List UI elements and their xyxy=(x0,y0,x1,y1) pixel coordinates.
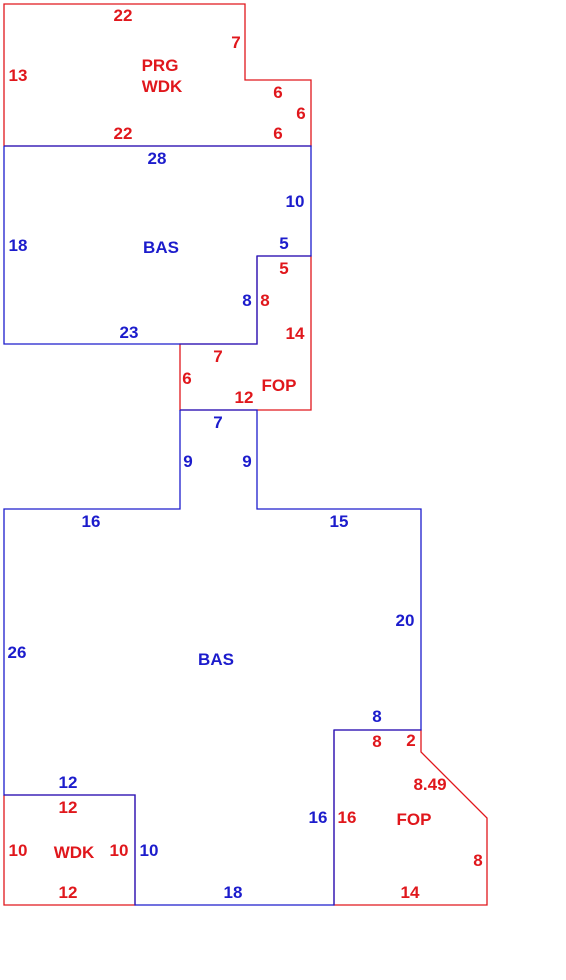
area-name-fop: FOP xyxy=(262,376,297,395)
dimension-label: 7 xyxy=(213,413,222,432)
dimension-label: 22 xyxy=(114,6,133,25)
area-name-prg: PRG xyxy=(142,56,179,75)
dimension-label: 7 xyxy=(213,347,222,366)
dimension-label: 7 xyxy=(231,33,240,52)
dimension-label: 16 xyxy=(309,808,328,827)
dimension-label: 8 xyxy=(242,291,251,310)
dimension-label: 8 xyxy=(260,291,269,310)
dimension-label: 23 xyxy=(120,323,139,342)
dimension-label: 20 xyxy=(396,611,415,630)
dimension-label: 14 xyxy=(286,324,305,343)
dimension-label: 12 xyxy=(59,773,78,792)
area-name-wdk: WDK xyxy=(54,843,95,862)
dimension-label: 16 xyxy=(82,512,101,531)
dimension-label: 10 xyxy=(110,841,129,860)
dimension-label: 6 xyxy=(273,124,282,143)
dimension-label: 10 xyxy=(286,192,305,211)
dimension-label: 8 xyxy=(372,732,381,751)
dimension-label: 6 xyxy=(273,83,282,102)
dimension-label: 2 xyxy=(406,731,415,750)
dimension-label: 13 xyxy=(9,66,28,85)
dimension-label: 9 xyxy=(183,452,192,471)
dimension-label: 15 xyxy=(330,512,349,531)
dimension-label: 12 xyxy=(235,388,254,407)
dimension-label: 10 xyxy=(9,841,28,860)
area-name-bas: BAS xyxy=(143,238,179,257)
area-name-bas: BAS xyxy=(198,650,234,669)
dimension-label: 8.49 xyxy=(413,775,446,794)
dimension-label: 5 xyxy=(279,259,288,278)
dimension-label: 6 xyxy=(296,104,305,123)
dimension-label: 5 xyxy=(279,234,288,253)
prg-wdk-outline xyxy=(3,3,312,147)
dimension-label: 22 xyxy=(114,124,133,143)
dimension-label: 9 xyxy=(242,452,251,471)
dimension-label: 8 xyxy=(372,707,381,726)
dimension-label: 14 xyxy=(401,883,420,902)
dimension-label: 10 xyxy=(140,841,159,860)
dimension-label: 8 xyxy=(473,851,482,870)
dimension-label: 12 xyxy=(59,883,78,902)
bas-upper-outline xyxy=(3,145,312,345)
dimension-label: 12 xyxy=(59,798,78,817)
bas-lower-outline xyxy=(3,409,422,906)
dimension-label: 26 xyxy=(8,643,27,662)
dimension-label: 28 xyxy=(148,149,167,168)
area-name-fop: FOP xyxy=(397,810,432,829)
dimension-label: 18 xyxy=(224,883,243,902)
dimension-label: 6 xyxy=(182,369,191,388)
area-name-wdk: WDK xyxy=(142,77,183,96)
dimension-label: 18 xyxy=(9,236,28,255)
dimension-label: 16 xyxy=(338,808,357,827)
